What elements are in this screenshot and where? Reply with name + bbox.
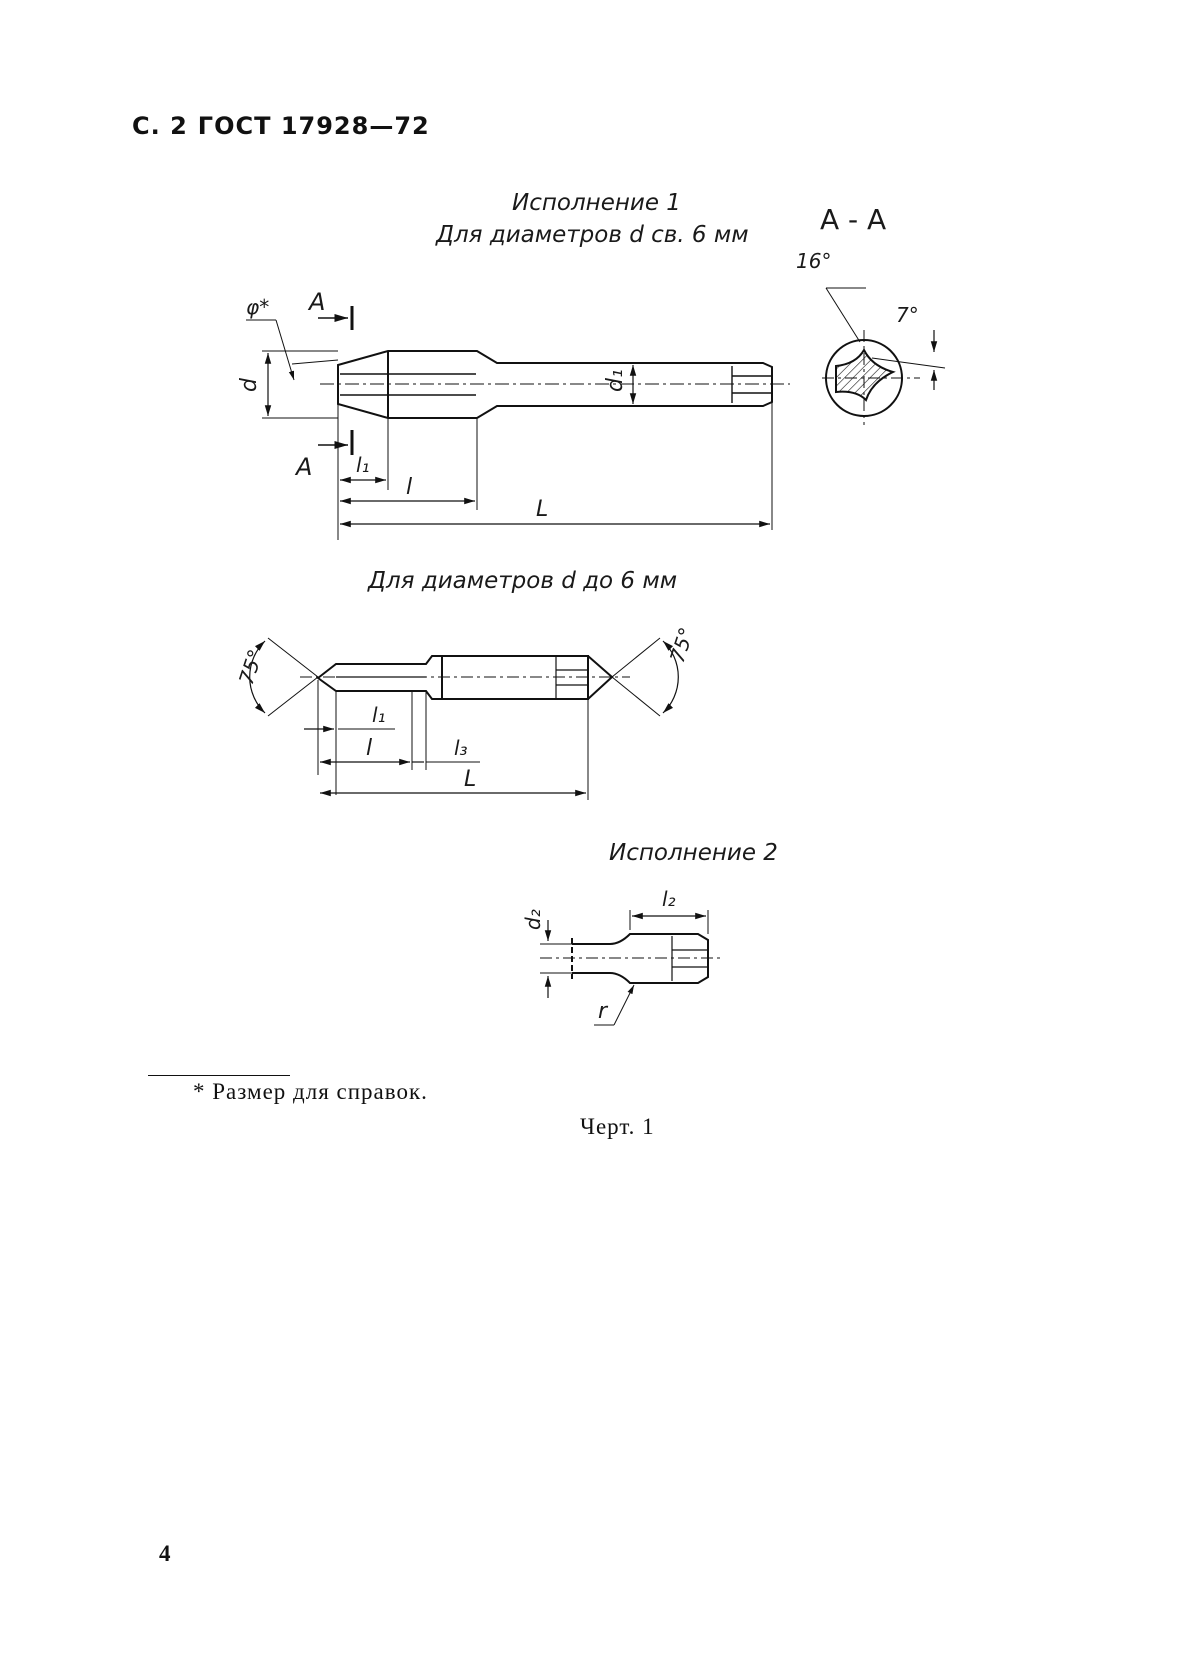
tap-view-variant1 — [246, 306, 790, 540]
label-l-top: l — [406, 475, 412, 500]
label-angle-75-right: 75° — [665, 624, 699, 665]
label-l1-small: l₁ — [372, 703, 386, 727]
page-header-standard: ГОСТ 17928—72 — [197, 112, 430, 140]
section-title: А - А — [820, 203, 887, 236]
label-l3: l₃ — [454, 736, 468, 760]
page-number: 4 — [159, 1541, 171, 1566]
variant2-title: Исполнение 2 — [609, 840, 778, 866]
shank-variant2 — [540, 910, 720, 1026]
label-l1-top: l₁ — [356, 453, 370, 477]
page-header-prefix: С. 2 — [132, 112, 188, 140]
tap-view-small — [249, 637, 679, 800]
label-l2: l₂ — [662, 887, 676, 911]
footnote-rule — [148, 1075, 290, 1076]
label-r: r — [598, 999, 609, 1024]
label-angle-75-left: 75° — [234, 646, 268, 687]
section-view — [822, 287, 946, 425]
label-L-top: L — [536, 497, 548, 522]
small-diameter-title: Для диаметров d до 6 мм — [368, 568, 678, 594]
label-section-bottom: А — [294, 453, 312, 481]
label-angle-16: 16° — [796, 249, 831, 273]
label-phi: φ* — [246, 295, 269, 319]
label-l-small: l — [366, 736, 372, 761]
label-section-top: А — [307, 288, 325, 316]
label-angle-7: 7° — [896, 303, 919, 327]
label-d1: d₁ — [603, 369, 628, 392]
page-header: С. 2 ГОСТ 17928—72 — [132, 112, 440, 140]
label-L-small: L — [464, 767, 476, 792]
footnote: * Размер для справок. — [193, 1079, 428, 1104]
variant1-title: Исполнение 1 — [512, 190, 681, 216]
label-d2: d₂ — [521, 909, 545, 930]
variant1-subtitle: Для диаметров d св. 6 мм — [436, 222, 749, 248]
figure-caption: Черт. 1 — [580, 1114, 655, 1139]
label-d: d — [237, 377, 262, 392]
